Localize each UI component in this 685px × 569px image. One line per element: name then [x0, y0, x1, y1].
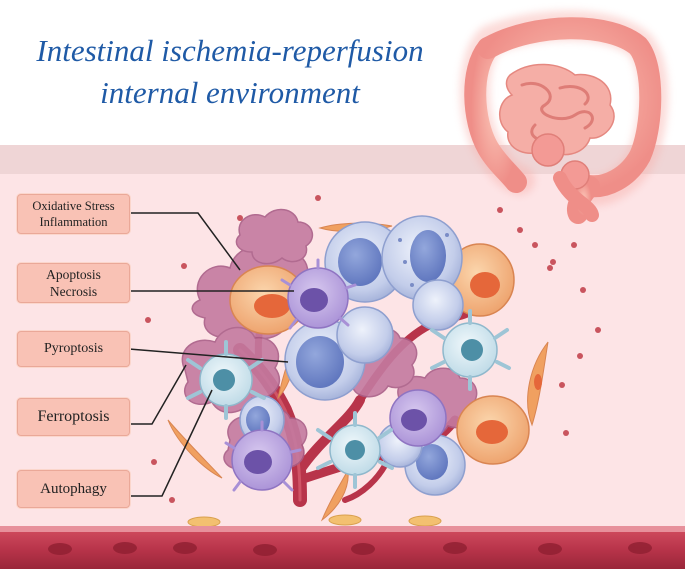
diagram-title: Intestinal ischemia-reperfusion internal… [0, 30, 460, 114]
title-line-1: Intestinal ischemia-reperfusion [36, 33, 424, 68]
label-apoptosis-necrosis: Apoptosis Necrosis [17, 263, 130, 303]
connector-ferroptosis [129, 364, 187, 425]
label-pyroptosis: Pyroptosis [17, 331, 130, 367]
title-line-2: internal environment [100, 75, 360, 110]
intestine-illustration [460, 10, 669, 224]
scattered-particles [145, 195, 601, 503]
main-blood-vessel [0, 526, 685, 569]
label-text: Autophagy [40, 480, 107, 497]
label-oxidative-stress-inflammation: Oxidative Stress Inflammation [17, 194, 130, 234]
label-text: Inflammation [39, 215, 108, 229]
label-autophagy: Autophagy [17, 470, 130, 508]
label-text: Apoptosis [46, 267, 101, 282]
connector-lines [128, 212, 294, 497]
connector-autophagy [129, 389, 213, 497]
label-text: Oxidative Stress [32, 199, 115, 213]
label-text: Pyroptosis [43, 341, 104, 356]
label-ferroptosis: Ferroptosis [17, 398, 130, 436]
connector-pyroptosis [128, 348, 289, 363]
label-text: Necrosis [49, 284, 98, 299]
spiky-cells [186, 309, 511, 489]
connector-oxidative-stress [129, 212, 241, 271]
label-text: Ferroptosis [37, 408, 110, 425]
purple-cells [224, 258, 447, 492]
